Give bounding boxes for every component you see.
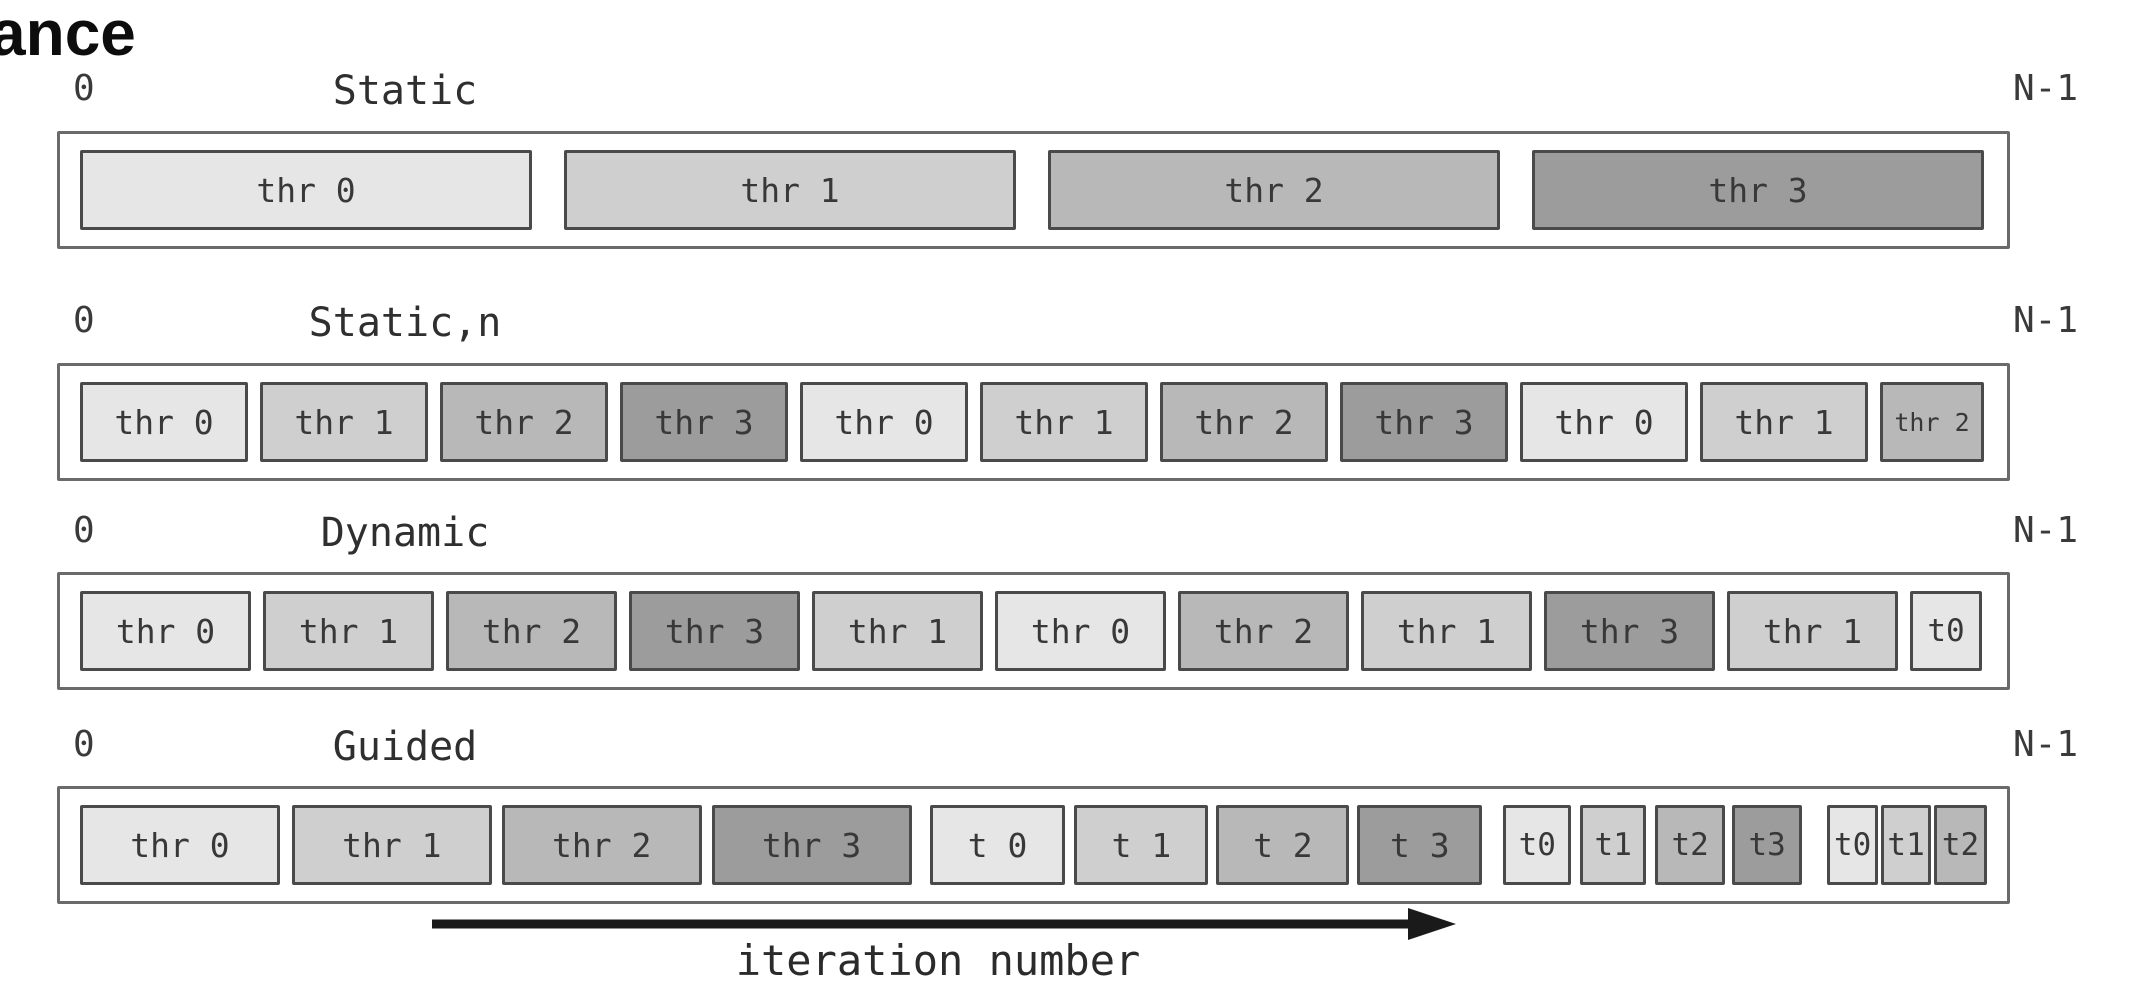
slide-title-fragment: ance xyxy=(0,0,136,69)
schedule-chunk: thr 2 xyxy=(446,591,617,671)
schedule-chunk: thr 0 xyxy=(995,591,1166,671)
axis-start-label: 0 xyxy=(73,68,95,109)
schedule-chunk: t 3 xyxy=(1357,805,1483,885)
iteration-arrow xyxy=(428,902,1458,946)
schedule-chunk: thr 2 xyxy=(501,805,702,885)
schedule-chunk: t 0 xyxy=(929,805,1066,885)
schedule-chunk: t2 xyxy=(1934,805,1988,885)
schedule-chunk: thr 1 xyxy=(1727,591,1898,671)
schedule-chunk: thr 0 xyxy=(80,150,532,230)
schedule-chunk: t1 xyxy=(1881,805,1932,885)
schedule-chunk: thr 3 xyxy=(629,591,800,671)
row-labels: 0 Guided N-1 xyxy=(57,724,2078,772)
schedule-row-static: 0 Static N-1 thr 0 thr 1 thr 2 thr 3 xyxy=(57,68,2078,249)
schedule-chunk: t 1 xyxy=(1074,805,1209,885)
iteration-arrow-label: iteration number xyxy=(735,936,1141,985)
axis-end-label: N-1 xyxy=(2012,724,2078,765)
schedule-chunk: thr 1 xyxy=(1361,591,1532,671)
axis-start-label: 0 xyxy=(73,510,95,551)
row-title: Guided xyxy=(332,724,478,770)
row-title: Static,n xyxy=(308,300,502,346)
row-labels: 0 Static,n N-1 xyxy=(57,300,2078,348)
schedule-chunk: thr 1 xyxy=(1700,382,1868,462)
row-title: Dynamic xyxy=(320,510,490,556)
axis-end-label: N-1 xyxy=(2012,300,2078,341)
schedule-chunk: thr 1 xyxy=(291,805,492,885)
schedule-chunk: thr 2 xyxy=(1048,150,1500,230)
row-labels: 0 Dynamic N-1 xyxy=(57,510,2078,558)
axis-end-label: N-1 xyxy=(2012,68,2078,109)
schedule-chunk: thr 3 xyxy=(1532,150,1984,230)
schedule-chunk: t0 xyxy=(1827,805,1879,885)
row-title: Static xyxy=(332,68,478,114)
schedule-chunk: thr 2 xyxy=(440,382,608,462)
schedule-chunk: thr 0 xyxy=(800,382,968,462)
schedule-chunk: thr 1 xyxy=(812,591,983,671)
axis-end-label: N-1 xyxy=(2012,510,2078,551)
schedule-chunk: thr 0 xyxy=(80,591,251,671)
axis-start-label: 0 xyxy=(73,724,95,765)
schedule-chunk: t 2 xyxy=(1216,805,1350,885)
schedule-chunk: thr 1 xyxy=(980,382,1148,462)
schedule-chunk: t1 xyxy=(1580,805,1647,885)
schedule-chunk: thr 3 xyxy=(1544,591,1715,671)
schedule-chunk: thr 2 xyxy=(1160,382,1328,462)
schedule-chunk: thr 1 xyxy=(263,591,434,671)
row-labels: 0 Static N-1 xyxy=(57,68,2078,116)
schedule-chunk: thr 3 xyxy=(711,805,912,885)
schedule-chunk: thr 0 xyxy=(1520,382,1688,462)
iteration-track: thr 0 thr 1 thr 2 thr 3 xyxy=(57,131,2010,249)
schedule-chunk: thr 0 xyxy=(80,382,248,462)
schedule-chunk: t2 xyxy=(1655,805,1726,885)
schedule-chunk: thr 3 xyxy=(620,382,788,462)
axis-start-label: 0 xyxy=(73,300,95,341)
schedule-chunk: t0 xyxy=(1503,805,1572,885)
schedule-chunk: thr 2 xyxy=(1178,591,1349,671)
schedule-chunk: thr 1 xyxy=(260,382,428,462)
schedule-chunk: t0 xyxy=(1910,591,1982,671)
schedule-chunk: thr 1 xyxy=(564,150,1016,230)
schedule-chunk: thr 0 xyxy=(80,805,280,885)
schedule-chunk: thr 2 xyxy=(1880,382,1984,462)
schedule-chunk: thr 3 xyxy=(1340,382,1508,462)
schedule-chunk: t3 xyxy=(1732,805,1803,885)
